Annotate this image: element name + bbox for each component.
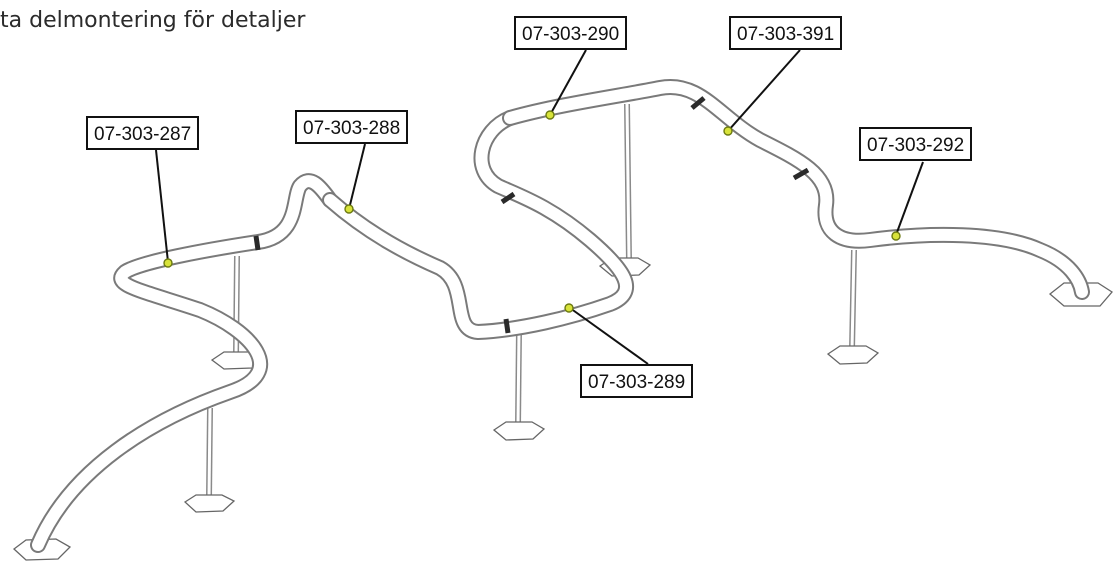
tube-joint — [690, 96, 706, 110]
point-marker-292 — [891, 231, 901, 241]
tube-joint — [253, 235, 261, 251]
leader-line-391 — [727, 49, 801, 132]
tube-section-288 — [322, 110, 635, 340]
callout-label-292: 07-303-292 — [859, 127, 973, 161]
leader-line-292 — [895, 161, 924, 236]
support-post — [233, 255, 240, 357]
point-marker-391 — [723, 126, 733, 136]
leader-line-288 — [348, 143, 366, 210]
support-post — [624, 103, 632, 263]
support-posts — [206, 103, 857, 499]
callout-label-391: 07-303-391 — [729, 16, 843, 50]
support-post — [515, 329, 522, 427]
tube-joint — [792, 167, 810, 181]
callout-points — [163, 110, 901, 313]
hex-foot — [492, 421, 546, 441]
tube-section-287 — [30, 173, 338, 553]
hex-foot — [826, 345, 880, 365]
callout-label-289: 07-303-289 — [580, 364, 694, 398]
callout-label-287: 07-303-287 — [86, 116, 200, 150]
support-post — [849, 249, 857, 351]
callout-label-288: 07-303-288 — [295, 110, 409, 144]
tube-joint — [503, 318, 511, 334]
tube-joint — [500, 191, 516, 205]
tube-section-290 — [502, 78, 1090, 300]
hex-foot — [183, 494, 236, 513]
tube-joints — [253, 96, 810, 334]
leader-line-289 — [569, 307, 649, 365]
callout-label-290: 07-303-290 — [514, 16, 628, 50]
leader-lines — [155, 49, 924, 365]
point-marker-290 — [545, 110, 555, 120]
diagram-heading: ta delmontering för detaljer — [0, 8, 306, 33]
tube-sections — [30, 78, 1090, 553]
point-marker-288 — [344, 204, 354, 214]
point-marker-287 — [163, 258, 173, 268]
leader-line-287 — [155, 149, 169, 263]
point-marker-289 — [564, 303, 574, 313]
support-post — [206, 407, 213, 499]
leader-line-290 — [549, 49, 587, 116]
